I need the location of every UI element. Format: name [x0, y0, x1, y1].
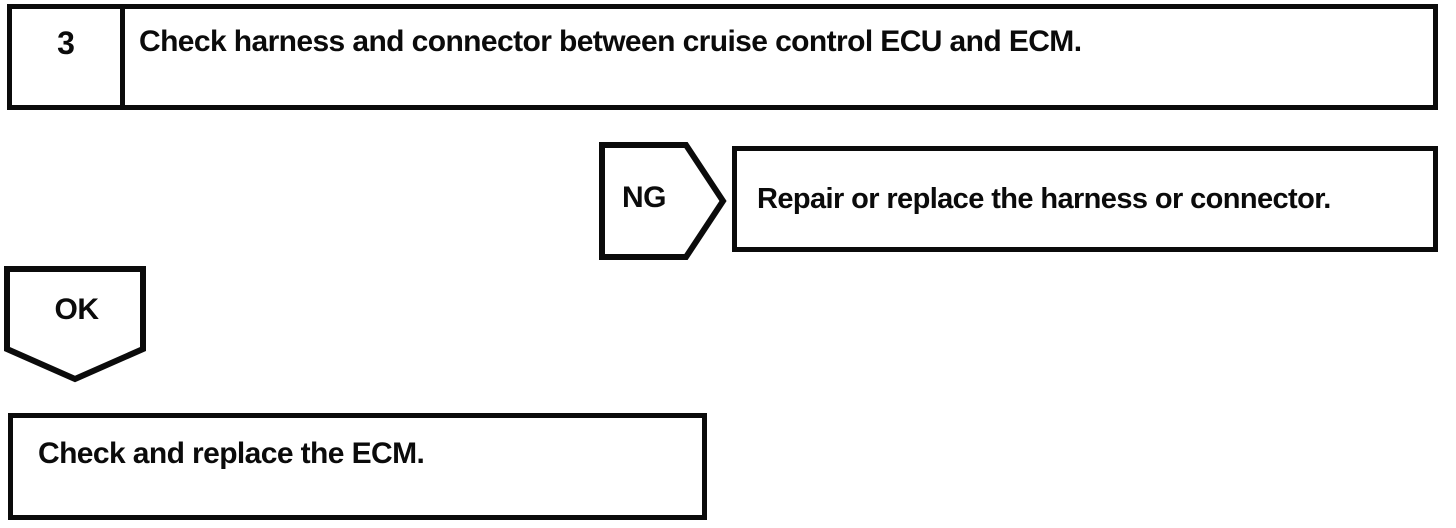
ng-result-box: Repair or replace the harness or connect… — [732, 146, 1438, 252]
ok-arrow-shape — [4, 266, 146, 383]
ok-result-box: Check and replace the ECM. — [8, 413, 707, 520]
step-number-cell: 3 — [12, 9, 125, 105]
ng-arrow-shape — [599, 142, 727, 260]
step-instruction: Check harness and connector between crui… — [139, 25, 1082, 58]
ng-label: NG — [622, 181, 667, 214]
ok-connector: OK — [4, 266, 149, 384]
ng-result-text: Repair or replace the harness or connect… — [757, 183, 1331, 215]
ok-result-text: Check and replace the ECM. — [38, 437, 425, 470]
step-number: 3 — [57, 25, 75, 61]
ng-connector: NG — [599, 142, 727, 260]
ok-label: OK — [54, 293, 100, 326]
ok-arrow-icon — [4, 266, 146, 383]
step-instruction-cell: Check harness and connector between crui… — [125, 9, 1433, 105]
ng-arrow-icon — [599, 142, 727, 260]
step-box: 3 Check harness and connector between cr… — [7, 4, 1438, 110]
